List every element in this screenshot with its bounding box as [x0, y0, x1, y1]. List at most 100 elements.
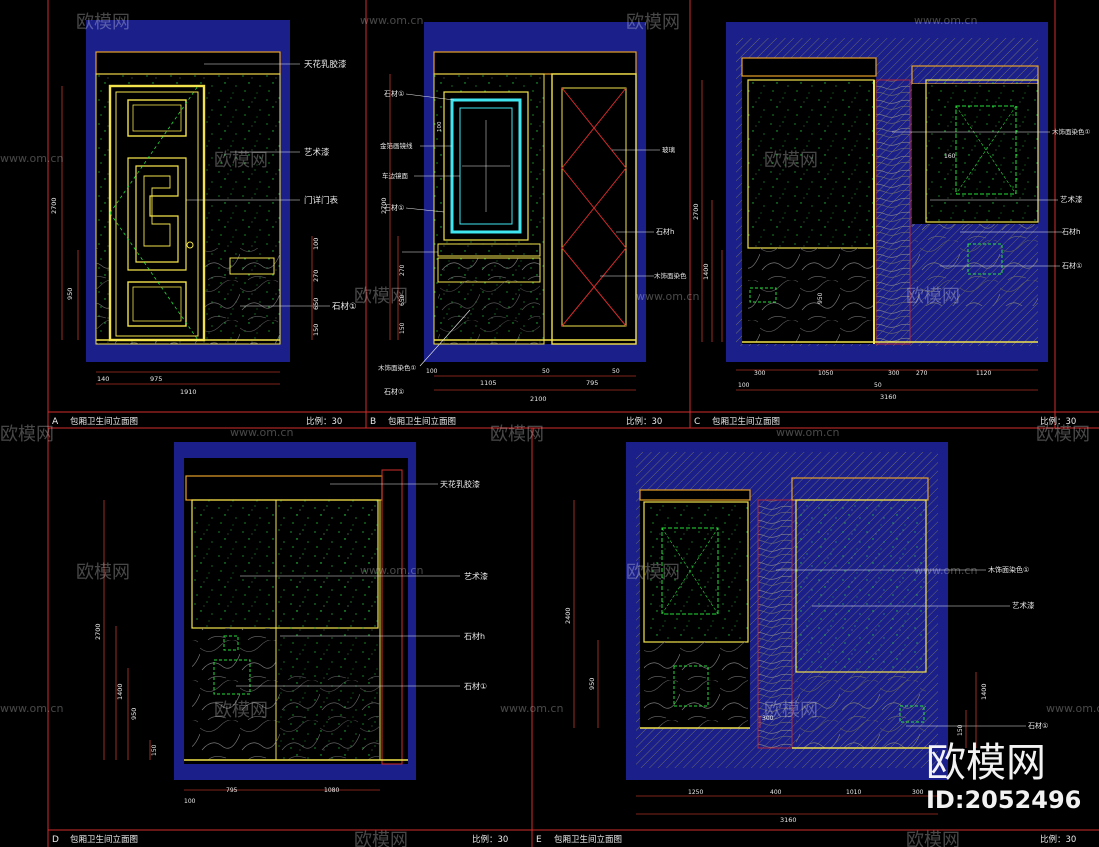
panel-c-dim-bottom-0: 100	[738, 382, 750, 389]
panel-b-title: 包厢卫生间立面图	[388, 416, 456, 427]
panel-c-dim-bottom-4: 300	[888, 370, 900, 377]
panel-b-scale: 比例：30	[626, 416, 662, 427]
watermark-site: www.om.cn	[1046, 702, 1099, 715]
panel-c-dim-bottom-5: 270	[916, 370, 928, 377]
panel-b-dim-left-3: 650	[399, 294, 406, 306]
panel-d-dim-bottom-2: 1080	[324, 787, 339, 794]
panel-b-dim-bottom-1: 1105	[480, 379, 497, 387]
panel-d-dim-left-0: 2700	[94, 623, 102, 640]
panel-e-dim-bottom-0: 1250	[688, 789, 703, 796]
watermark-brand: 欧模网	[764, 700, 818, 721]
panel-c-callout-2: 石材h	[1062, 227, 1080, 236]
panel-b-dim-bottom-5: 2100	[530, 395, 547, 403]
panel-e-dim-right-1: 150	[957, 724, 964, 736]
panel-d-scale: 比例：30	[472, 834, 508, 845]
panel-e-letter: E	[536, 835, 542, 845]
panel-e-dim-left-2: 300	[762, 715, 774, 722]
watermark-brand: 欧模网	[214, 150, 268, 171]
watermark-brand: 欧模网	[76, 562, 130, 583]
panel-d-dim-left-2: 950	[130, 708, 138, 720]
watermark-site: www.om.cn	[360, 14, 423, 27]
panel-b-dim-left-1: 100	[437, 121, 443, 132]
panel-b-glass-door	[551, 73, 637, 345]
panel-b-elevation: 石材① 金箔画镜线 车边镜面 石材① 石材① 木饰面染色① 玻璃 石材h 木饰面…	[370, 22, 687, 427]
watermark-site: www.om.cn	[914, 564, 977, 577]
panel-a-callout-0: 天花乳胶漆	[304, 59, 347, 70]
watermark-brand: 欧模网	[626, 12, 680, 33]
corner-logo: 欧模网 ID:2052496	[926, 740, 1081, 814]
panel-a-door	[108, 84, 206, 342]
watermark-brand: 欧模网	[354, 286, 408, 307]
panel-e-dim-bottom-1: 400	[770, 789, 782, 796]
panel-d-dim-bottom-1: 795	[226, 787, 238, 794]
panel-d-callout-1: 艺术漆	[464, 571, 488, 581]
panel-b-callout-right-0: 玻璃	[662, 145, 676, 154]
panel-a-dim-left-0: 2700	[50, 197, 58, 214]
watermark-site: www.om.cn	[500, 702, 563, 715]
panel-a-dim-right-2: 650	[312, 298, 320, 310]
panel-c-letter: C	[694, 417, 700, 427]
panel-a-dim-left-1: 950	[66, 288, 74, 300]
panel-c-dim-left-0: 2700	[692, 203, 700, 220]
panel-c-toilet-outline	[967, 243, 1003, 275]
panel-a-scale: 比例：30	[306, 416, 342, 427]
corner-logo-id: ID:2052496	[926, 786, 1081, 814]
corner-logo-brand: 欧模网	[926, 740, 1046, 786]
watermark-brand: 欧模网	[906, 830, 960, 847]
panel-d-title: 包厢卫生间立面图	[70, 834, 138, 845]
panel-b-callout-left-2: 车边镜面	[382, 171, 409, 180]
panel-c-dim-bottom-1: 300	[754, 370, 766, 377]
panel-b-dim-left-2: 270	[399, 264, 406, 276]
panel-b-callout-left-4: 石材①	[384, 387, 404, 396]
panel-c-stone-dado-left	[748, 248, 874, 342]
panel-e-dim-left-1: 950	[588, 678, 596, 690]
panel-b-dim-bottom-2: 50	[542, 368, 550, 375]
panel-e-elevation: 木饰面染色① 艺术漆 石材① 2400 950 300 1400 150 125…	[536, 442, 1076, 845]
panel-a-callout-2: 门详门表	[304, 195, 339, 206]
panel-e-dim-right-0: 1400	[980, 683, 988, 700]
sheet-frame	[47, 0, 1099, 847]
panel-e-scale: 比例：30	[1040, 834, 1076, 845]
panel-c-dim-left-1: 1400	[702, 263, 710, 280]
watermark-site: www.om.cn	[230, 426, 293, 439]
panel-c-dim-inner-0: 160	[944, 153, 956, 160]
panel-a-dim-right-0: 100	[312, 238, 320, 250]
panel-d-toilet-outline	[213, 659, 251, 695]
watermark-brand: 欧模网	[906, 286, 960, 307]
panel-a-callout-1: 艺术漆	[304, 147, 330, 158]
panel-e-callout-2: 石材①	[1028, 721, 1048, 730]
watermark-brand: 欧模网	[214, 700, 268, 721]
panel-e-dim-bottom-4: 3160	[780, 816, 797, 824]
panel-c-dim-bottom-2: 1050	[818, 370, 833, 377]
panel-b-callout-left-5: 木饰面染色①	[378, 363, 417, 372]
panel-b-callout-left-3: 石材①	[384, 203, 404, 212]
panel-c-elevation: 木饰面染色① 艺术漆 石材h 石材① 2700 1400 950 160 100…	[692, 22, 1091, 427]
watermark-brand: 欧模网	[354, 830, 408, 847]
panel-c-callout-3: 石材①	[1062, 261, 1082, 270]
watermark-brand: 欧模网	[490, 424, 544, 445]
panel-a-title: 包厢卫生间立面图	[70, 416, 138, 427]
panel-a-dim-bottom-2: 1910	[180, 388, 197, 396]
panel-d-callout-3: 石材①	[464, 681, 487, 691]
watermark-brand: 欧模网	[764, 150, 818, 171]
panel-e-dim-bottom-3: 300	[912, 789, 924, 796]
panel-b-mirror-glass	[450, 98, 522, 234]
panel-b-dim-bottom-0: 100	[426, 368, 438, 375]
panel-c-title: 包厢卫生间立面图	[712, 416, 780, 427]
panel-b-callout-right-1: 石材h	[656, 227, 674, 236]
panel-d-letter: D	[52, 835, 59, 845]
panel-a-dim-right-1: 270	[312, 270, 320, 282]
panel-e-title: 包厢卫生间立面图	[554, 834, 622, 845]
panel-e-art-wall	[795, 499, 927, 673]
panel-e-dim-left-0: 2400	[564, 607, 572, 624]
panel-a-letter: A	[52, 417, 59, 427]
watermark-site: www.om.cn	[636, 290, 699, 303]
panel-a-callout-3: 石材①	[332, 301, 357, 312]
watermark-layer: 欧模网 www.om.cn 欧模网 www.om.cn www.om.cn 欧模…	[0, 12, 1099, 847]
panel-b-callout-left-0: 石材①	[384, 89, 404, 98]
panel-c-dim-bottom-6: 1120	[976, 370, 991, 377]
panel-e-toilet-outline	[673, 665, 709, 707]
panel-c-art-wall-right	[925, 79, 1039, 223]
watermark-brand: 欧模网	[626, 562, 680, 583]
